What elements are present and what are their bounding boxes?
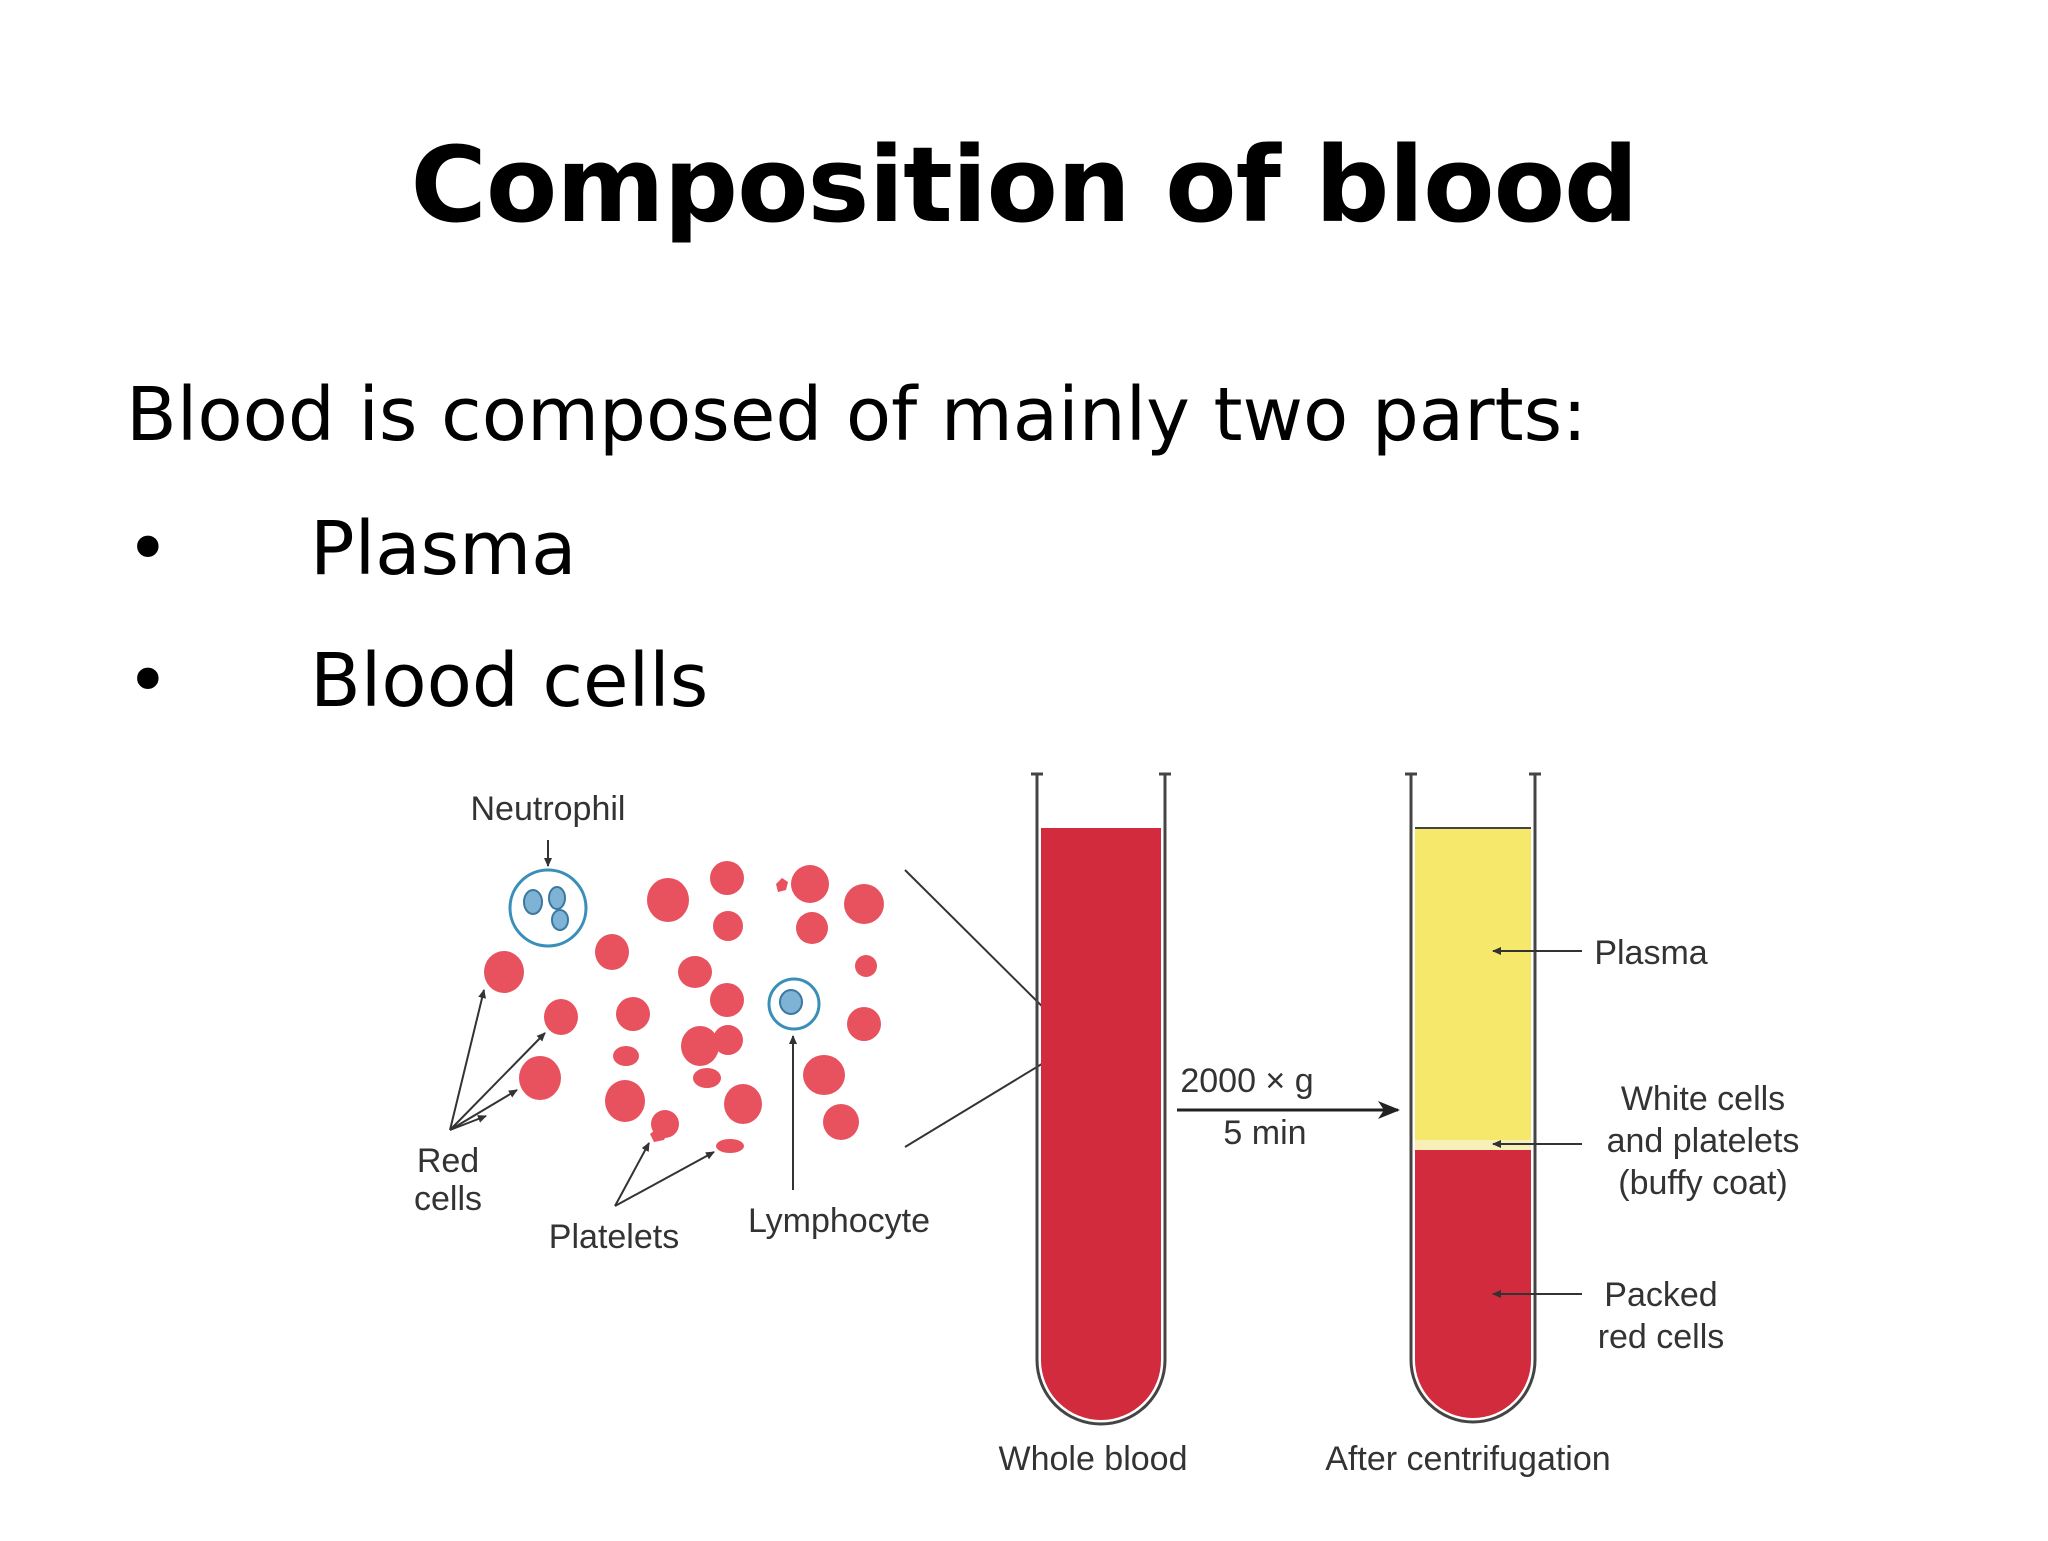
red-cell <box>484 951 524 993</box>
bullet-marker: • <box>126 638 170 724</box>
red-cell <box>844 884 884 924</box>
red-cell <box>713 1025 743 1055</box>
centrifuge-arrow-group: 2000 × g 5 min <box>1177 1062 1400 1152</box>
after-centrifugation-label: After centrifugation <box>1325 1440 1610 1478</box>
neutrophil-cell <box>508 868 588 948</box>
red-cells-label-line1: Red <box>417 1142 479 1180</box>
centrifuge-force-label: 2000 × g <box>1180 1062 1313 1100</box>
platelet <box>776 878 788 892</box>
red-cell <box>605 1080 645 1122</box>
packed-red-cells-label-line2: red cells <box>1598 1318 1725 1356</box>
red-cell <box>693 1068 721 1088</box>
red-cell <box>823 1104 859 1140</box>
red-cells-label-line2: cells <box>414 1180 482 1218</box>
centrifuge-time-label: 5 min <box>1223 1114 1306 1152</box>
red-cell <box>710 983 744 1017</box>
red-cell <box>616 997 650 1031</box>
platelets-group <box>650 878 788 1153</box>
whole-blood-tube-wall <box>1035 774 1167 1426</box>
red-cell <box>519 1056 561 1100</box>
red-cell <box>544 999 578 1035</box>
neutrophil-membrane <box>508 868 588 948</box>
red-cell <box>647 878 689 922</box>
layer-callout-arrows <box>1492 947 1582 1298</box>
slide-title: Composition of blood <box>410 124 1639 246</box>
red-cell <box>713 911 743 941</box>
whole-blood-fill <box>1041 828 1161 1420</box>
platelets-arrow <box>614 1142 650 1207</box>
red-cell <box>855 955 877 977</box>
cell-cluster: Neutrophil Red cells Platelets Lymphocyt… <box>414 790 1079 1256</box>
bullet-text: Plasma <box>310 506 577 592</box>
buffy-coat-label-line3: (buffy coat) <box>1618 1164 1787 1202</box>
lymphocyte-label: Lymphocyte <box>748 1202 930 1240</box>
buffy-coat-label-line1: White cells <box>1621 1080 1785 1118</box>
platelet <box>650 1126 668 1142</box>
lymphocyte-cell <box>767 977 821 1031</box>
neutrophil-nucleus-lobe <box>523 889 543 915</box>
red-cell <box>847 1007 881 1041</box>
platelets-label: Platelets <box>549 1218 679 1256</box>
red-cell <box>710 861 744 895</box>
bullet-text: Blood cells <box>310 638 709 724</box>
centrifuged-tube: After centrifugation <box>1325 772 1611 1478</box>
red-cell <box>613 1046 639 1066</box>
buffy-coat-label-line2: and platelets <box>1607 1122 1800 1160</box>
platelet <box>716 1139 744 1153</box>
red-cells-arrow <box>449 1089 518 1131</box>
plasma-label: Plasma <box>1594 934 1707 972</box>
lymphocyte-nucleus <box>779 989 803 1015</box>
cell-label-arrows <box>449 840 797 1207</box>
plasma-layer <box>1415 828 1531 1148</box>
red-cells-arrow <box>449 1115 487 1131</box>
red-cell <box>595 934 629 970</box>
red-cell <box>796 912 828 944</box>
whole-blood-tube: Whole blood <box>998 772 1188 1478</box>
neutrophil-label: Neutrophil <box>471 790 626 828</box>
red-cells-group <box>484 861 884 1140</box>
neutrophil-nucleus-lobe <box>551 909 569 931</box>
layer-labels: Plasma White cells and platelets (buffy … <box>1594 934 1799 1356</box>
centrifuged-tube-wall <box>1409 774 1537 1424</box>
red-cell <box>803 1055 845 1095</box>
red-cell <box>724 1084 762 1124</box>
red-cells-arrow <box>449 1032 546 1131</box>
intro-text: Blood is composed of mainly two parts: <box>126 372 1588 458</box>
whole-blood-label: Whole blood <box>998 1440 1187 1478</box>
bullet-marker: • <box>126 506 170 592</box>
red-cells-arrow <box>449 989 486 1131</box>
buffy-coat-layer <box>1415 1140 1531 1150</box>
packed-red-cells-label-line1: Packed <box>1604 1276 1717 1314</box>
red-cell <box>791 865 829 903</box>
platelets-arrow <box>614 1151 715 1207</box>
red-cell <box>681 1026 719 1066</box>
packed-red-cells-layer <box>1415 1150 1531 1418</box>
red-cell <box>678 956 712 988</box>
cell-labels: Neutrophil Red cells Platelets Lymphocyt… <box>414 790 930 1256</box>
neutrophil-nucleus-lobe <box>548 886 566 910</box>
